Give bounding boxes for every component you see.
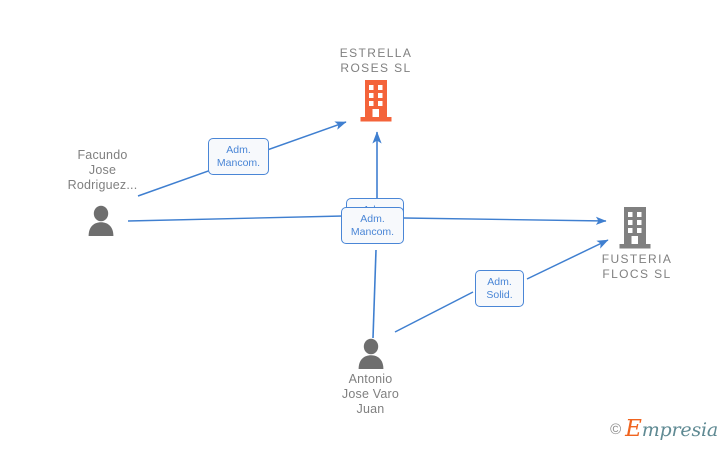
brand-wordmark: Empresia	[625, 416, 718, 442]
brand-initial: E	[625, 416, 642, 442]
empresia-watermark: © Empresia	[610, 416, 718, 442]
edge-label-antonio-fusteria[interactable]: Adm. Solid.	[475, 270, 524, 307]
person-label-facundo: Facundo Jose Rodriguez...	[67, 148, 138, 192]
building-icon[interactable]	[359, 78, 393, 128]
edge-antonio-estrella	[372, 131, 382, 339]
edge-antonio-fusteria	[394, 239, 609, 333]
edge-facundo-fusteria	[127, 215, 607, 225]
brand-rest: mpresia	[641, 419, 718, 441]
company-label-fusteria: FUSTERIA FLOCS SL	[601, 252, 673, 281]
person-icon[interactable]	[355, 337, 387, 374]
edge-label-facundo-estrella[interactable]: Adm. Mancom.	[208, 138, 269, 175]
edge-label-facundo-fusteria[interactable]: Adm. Mancom.	[341, 207, 404, 244]
building-icon[interactable]	[618, 205, 652, 255]
person-label-antonio: Antonio Jose Varo Juan	[341, 372, 400, 416]
person-icon[interactable]	[85, 204, 117, 241]
company-label-estrella: ESTRELLA ROSES SL	[339, 46, 413, 75]
copyright-icon: ©	[610, 420, 622, 438]
